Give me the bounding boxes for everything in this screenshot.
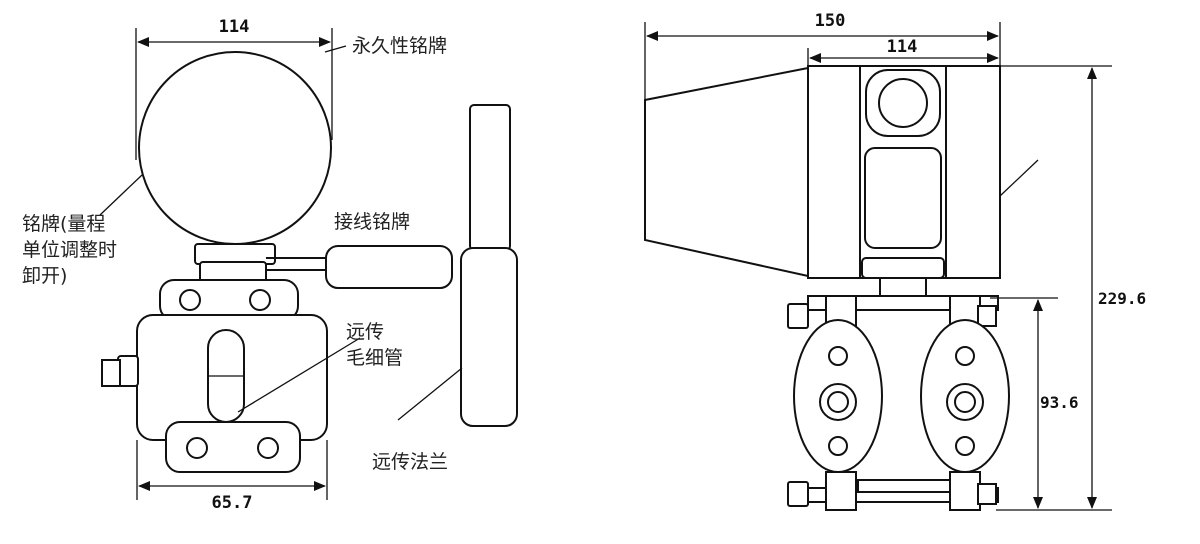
- label-nameplate-line2: 单位调整时: [22, 239, 117, 261]
- dim-bottom-width-text: 65.7: [212, 493, 253, 513]
- lower-bolt-bar: [787, 471, 999, 511]
- label-nameplate-line3: 卸开): [22, 265, 67, 287]
- leader-capillary: [237, 337, 361, 413]
- dim-housing-width-text: 114: [887, 37, 918, 57]
- leader-remote-flange: [397, 367, 463, 421]
- dim-top-width: 114: [135, 17, 333, 160]
- dim-flange-height-text: 93.6: [1040, 393, 1079, 412]
- electronics-housing: [807, 65, 1001, 279]
- right-flange: [920, 319, 1010, 473]
- left-view: 114: [22, 17, 518, 513]
- right-view: 150 114: [644, 11, 1146, 511]
- side-connector: [266, 245, 453, 289]
- dim-overall-width-text: 150: [815, 11, 846, 31]
- dim-housing-width: 114: [807, 37, 999, 68]
- dim-top-width-text: 114: [219, 17, 250, 37]
- housing-cover: [644, 66, 809, 278]
- lower-flange-plate: [165, 421, 301, 473]
- dim-total-height-text: 229.6: [1098, 289, 1146, 308]
- label-nameplate-line1: 铭牌(量程: [22, 213, 105, 235]
- gauge-head: [138, 51, 332, 245]
- label-capillary-line2: 毛细管: [346, 347, 403, 369]
- dim-flange-height: 93.6: [990, 297, 1079, 509]
- dim-bottom-width: 65.7: [136, 440, 328, 513]
- dim-overall-width: 150: [644, 11, 1001, 100]
- leader-nameplate: [99, 174, 143, 216]
- left-flange: [793, 319, 883, 473]
- leader-permanent-nameplate: [324, 45, 347, 53]
- vent-screw: [101, 355, 139, 387]
- label-wiring-nameplate: 接线铭牌: [334, 211, 410, 233]
- label-remote-flange: 远传法兰: [372, 451, 448, 473]
- leader-housing: [999, 159, 1039, 197]
- label-permanent-nameplate: 永久性铭牌: [352, 35, 447, 57]
- remote-seal: [460, 104, 518, 427]
- head-neck: [194, 243, 276, 283]
- dim-total-height: 229.6: [996, 65, 1146, 511]
- label-capillary-line1: 远传: [346, 321, 384, 343]
